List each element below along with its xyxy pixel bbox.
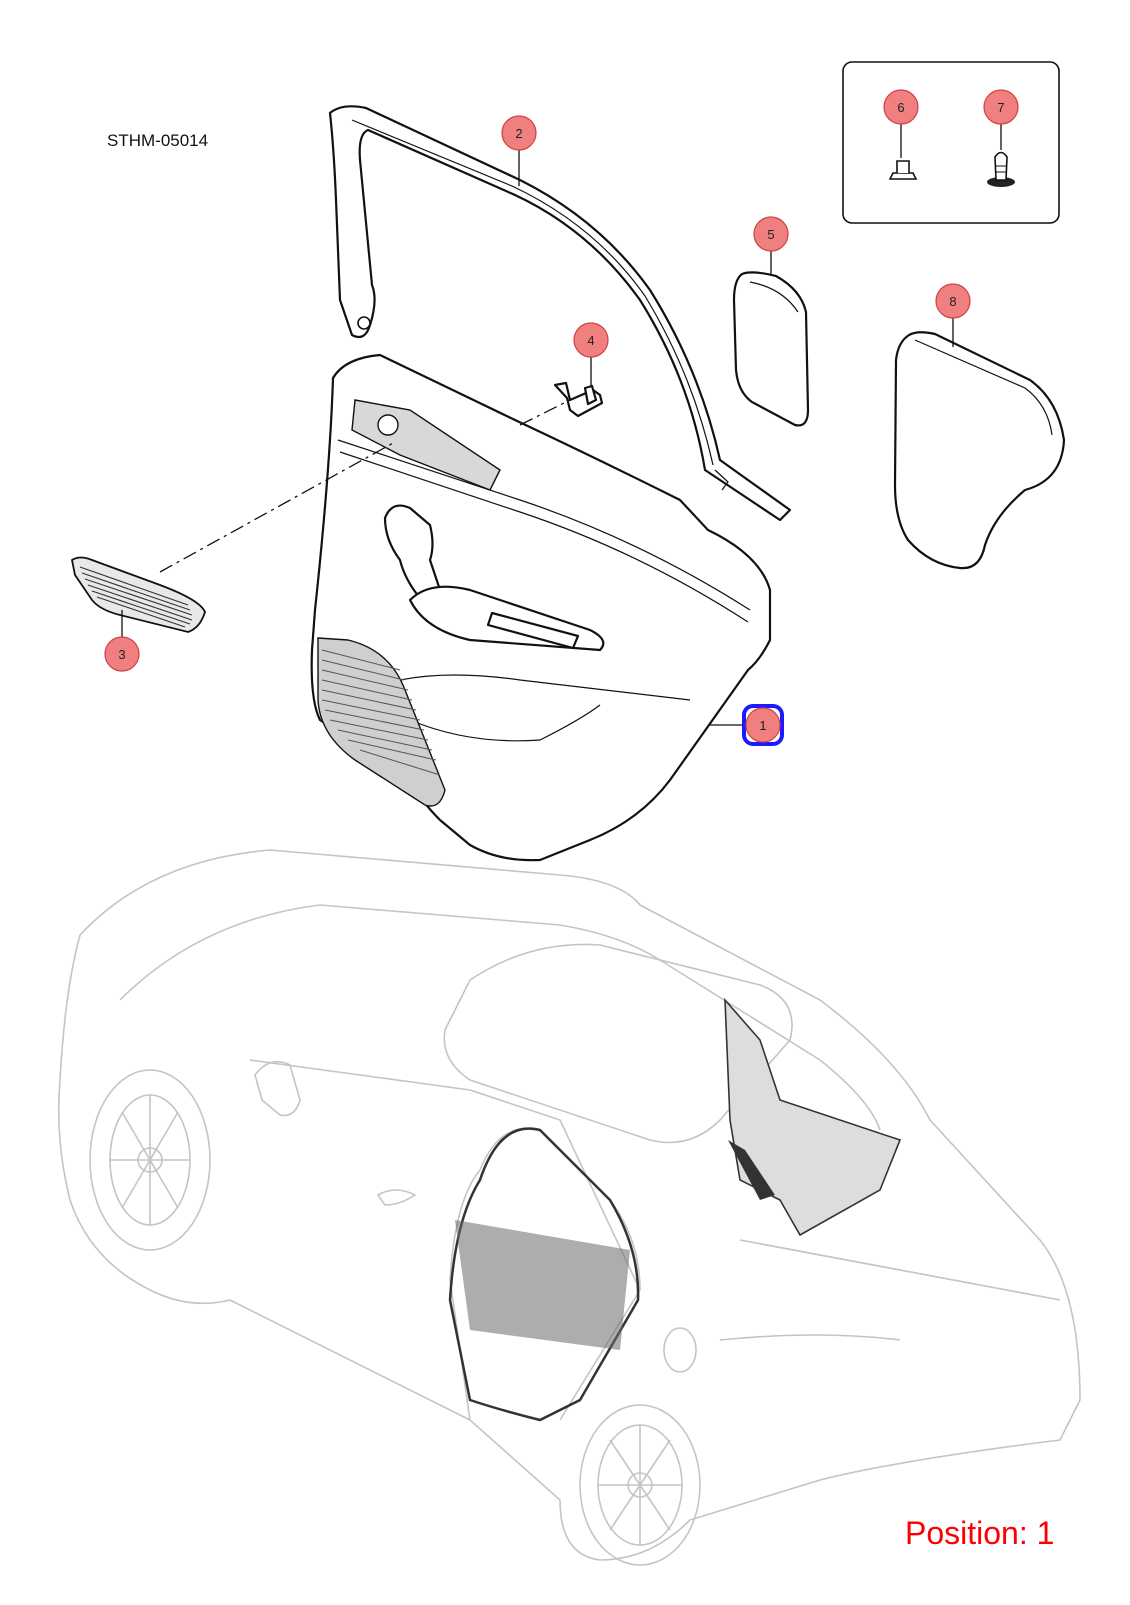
callout-number: 4 — [587, 333, 594, 348]
callout-position-1[interactable]: 1 — [742, 704, 784, 746]
callout-number: 8 — [949, 294, 956, 309]
speaker-grille-part-3 — [70, 556, 206, 633]
fastener-inset — [842, 61, 1060, 224]
callout-bubble — [935, 283, 971, 319]
callout-position-6[interactable]: 6 — [883, 89, 919, 125]
assembly-lines — [159, 399, 571, 573]
callout-bubble — [745, 707, 781, 743]
callout-number: 2 — [515, 126, 522, 141]
insulation-pad-part-5 — [732, 271, 810, 427]
callout-bubble — [573, 322, 609, 358]
insulation-pad-part-8 — [893, 331, 1066, 570]
callout-position-8[interactable]: 8 — [935, 283, 971, 319]
selected-highlight — [742, 704, 784, 746]
callout-bubble — [983, 89, 1019, 125]
callout-position-7[interactable]: 7 — [983, 89, 1019, 125]
window-frame-trim-part-2 — [328, 105, 792, 522]
callout-position-2[interactable]: 2 — [501, 115, 537, 151]
door-trim-panel-part-1 — [310, 353, 772, 862]
callout-position-4[interactable]: 4 — [573, 322, 609, 358]
callout-number: 1 — [759, 718, 766, 733]
callout-bubble — [753, 216, 789, 252]
push-pin-part-7 — [987, 151, 1015, 187]
handle-bracket-part-4 — [553, 381, 604, 418]
callout-bubble — [104, 636, 140, 672]
clip-part-6 — [888, 160, 918, 180]
callout-bubble — [501, 115, 537, 151]
callout-position-3[interactable]: 3 — [104, 636, 140, 672]
callout-number: 7 — [997, 100, 1004, 115]
callout-number: 6 — [897, 100, 904, 115]
callout-leaders — [121, 124, 1002, 726]
diagram-code: STHM-05014 — [107, 131, 209, 150]
callout-number: 3 — [118, 647, 125, 662]
callout-position-5[interactable]: 5 — [753, 216, 789, 252]
callout-number: 5 — [767, 227, 774, 242]
position-label: Position: 1 — [905, 1515, 1055, 1551]
callout-bubble — [883, 89, 919, 125]
vehicle-outline — [57, 849, 1081, 1566]
